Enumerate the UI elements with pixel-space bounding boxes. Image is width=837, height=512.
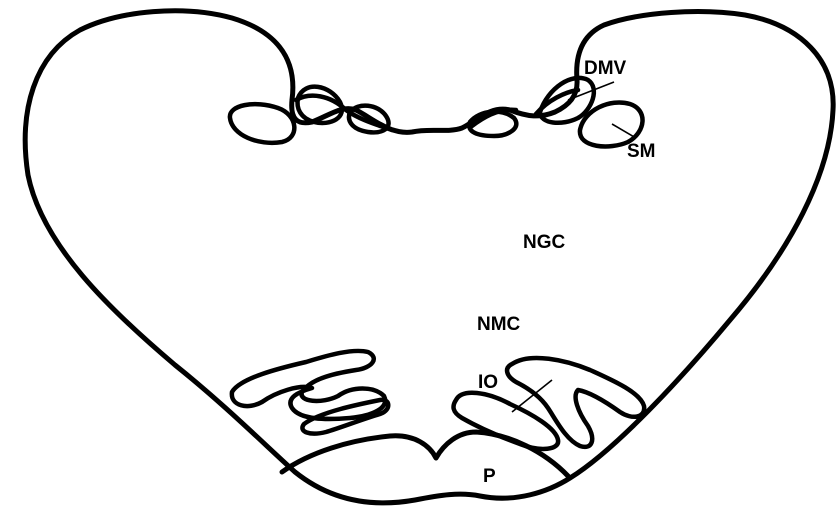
label-dmv: DMV (584, 58, 627, 79)
dorsal-floor (292, 80, 577, 132)
pyramid-outline (282, 432, 568, 476)
label-io: IO (478, 372, 498, 393)
left-dorsal-oval (230, 104, 294, 143)
sm-leader (612, 124, 636, 138)
section-outline (25, 11, 833, 503)
label-nmc: NMC (477, 314, 521, 335)
label-ngc: NGC (523, 232, 566, 253)
label-sm: SM (627, 141, 656, 162)
label-p: P (483, 466, 496, 487)
left-inferior-olive (232, 351, 385, 419)
